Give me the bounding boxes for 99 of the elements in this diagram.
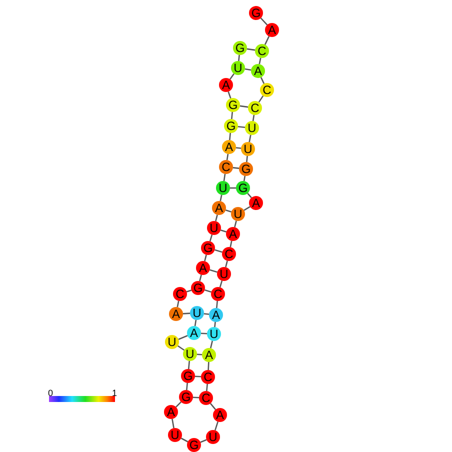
nucleotide-circle: A	[222, 140, 236, 154]
nucleotide-circle: U	[207, 221, 221, 235]
nucleotide-circle: U	[190, 306, 204, 320]
connector-line	[214, 249, 222, 253]
nucleotide-circle: G	[233, 41, 247, 55]
connector-line	[247, 192, 252, 198]
nucleotide-circle: U	[231, 207, 245, 221]
connector-line	[231, 112, 233, 120]
nucleotide-circle: U	[231, 61, 245, 75]
connector-line	[220, 229, 227, 233]
connector-line	[188, 360, 190, 370]
connector-line	[219, 280, 223, 288]
connector-line	[244, 68, 252, 71]
connector-line	[206, 384, 208, 392]
connector-line	[226, 154, 229, 160]
connector-line	[194, 320, 197, 326]
connector-line	[236, 147, 242, 149]
nucleotide-circle: U	[217, 267, 231, 281]
nucleotide-circle: C	[219, 160, 233, 174]
nucleotide-circle: U	[168, 428, 182, 442]
nucleotide-circle: G	[224, 119, 238, 133]
nucleotide-circle: C	[260, 83, 274, 97]
connector-line	[216, 300, 218, 308]
connector-line	[186, 382, 188, 390]
nucleotide-circle: G	[191, 281, 205, 295]
nucleotide-circle: C	[248, 101, 262, 115]
connector-line	[214, 421, 218, 431]
nucleotide-circle: U	[165, 335, 179, 349]
connector-line	[240, 105, 248, 108]
nucleotide-circle: A	[265, 23, 279, 37]
connector-line	[214, 322, 216, 328]
connector-line	[260, 18, 268, 26]
nucleotide-circle: U	[216, 181, 230, 195]
connector-line	[248, 134, 252, 142]
nucleotide-circle: A	[249, 196, 263, 210]
nucleotide-circle: C	[173, 287, 187, 301]
connector-line	[172, 418, 174, 428]
connector-line	[229, 132, 231, 140]
nucleotide-circle: G	[236, 181, 250, 195]
nucleotide-circle: C	[199, 391, 213, 405]
nucleotide-circle: U	[206, 430, 220, 444]
connector-line	[243, 176, 246, 182]
connector-line	[178, 335, 188, 340]
connector-line	[210, 269, 218, 273]
nucleotide-circle: U	[207, 327, 221, 341]
connector-line	[225, 209, 232, 213]
nucleotide-circle: G	[201, 241, 215, 255]
connector-line	[204, 313, 210, 315]
nucleotide-circle: C	[222, 247, 236, 261]
connector-line	[194, 376, 202, 378]
nucleotide-circle: C	[201, 370, 215, 384]
nucleotide-circle: G	[226, 98, 240, 112]
connector-line	[246, 156, 248, 162]
connector-line	[192, 396, 200, 398]
nucleotide-circle: A	[213, 408, 227, 422]
connector-line	[260, 77, 265, 84]
nucleotide-circle: A	[187, 326, 201, 340]
connector-line	[230, 240, 232, 248]
connector-line	[252, 114, 255, 122]
nucleotide-circle: G	[181, 369, 195, 383]
connector-line	[258, 95, 264, 103]
connector-line	[209, 234, 213, 242]
connector-line	[246, 48, 256, 51]
connector-line	[210, 340, 214, 348]
scale-tick-label: 0	[48, 389, 54, 398]
nucleotide-circle: A	[212, 201, 226, 215]
nucleotide-circle: C	[255, 44, 269, 58]
connector-line	[200, 332, 208, 334]
connector-line	[264, 36, 270, 45]
connector-line	[238, 126, 246, 128]
nucleotide-circle: A	[169, 307, 183, 321]
nucleotide-circle: G	[179, 390, 193, 404]
nucleotide-circle: U	[183, 347, 197, 361]
nucleotide-circle: A	[219, 78, 233, 92]
connector-line	[204, 289, 212, 293]
nucleotide-circle: A	[251, 64, 265, 78]
connector-line	[182, 312, 190, 314]
nucleotide-circle: A	[196, 261, 210, 275]
nucleotide-circle: G	[239, 162, 253, 176]
connector-line	[220, 194, 222, 202]
connector-line	[223, 174, 226, 182]
nucleotide-circle: C	[211, 287, 225, 301]
nucleotide-circle: U	[245, 121, 259, 135]
connector-line	[208, 362, 210, 370]
nucleotide-circle: A	[164, 405, 178, 419]
connector-line	[238, 54, 240, 62]
nucleotide-circle: A	[209, 308, 223, 322]
nucleotide-circle: G	[187, 438, 201, 452]
connector-line	[177, 345, 185, 351]
nucleotide-circle: A	[226, 227, 240, 241]
connector-line	[176, 300, 180, 308]
scale-tick-label: 1	[112, 389, 118, 398]
connector-line	[232, 167, 240, 169]
connector-line	[180, 438, 188, 442]
nucleotide-circle: A	[202, 348, 216, 362]
connector-line	[186, 290, 192, 292]
nucleotide-circle: G	[249, 6, 263, 20]
nucleotide-circle: U	[241, 142, 255, 156]
connector-line	[258, 58, 262, 64]
